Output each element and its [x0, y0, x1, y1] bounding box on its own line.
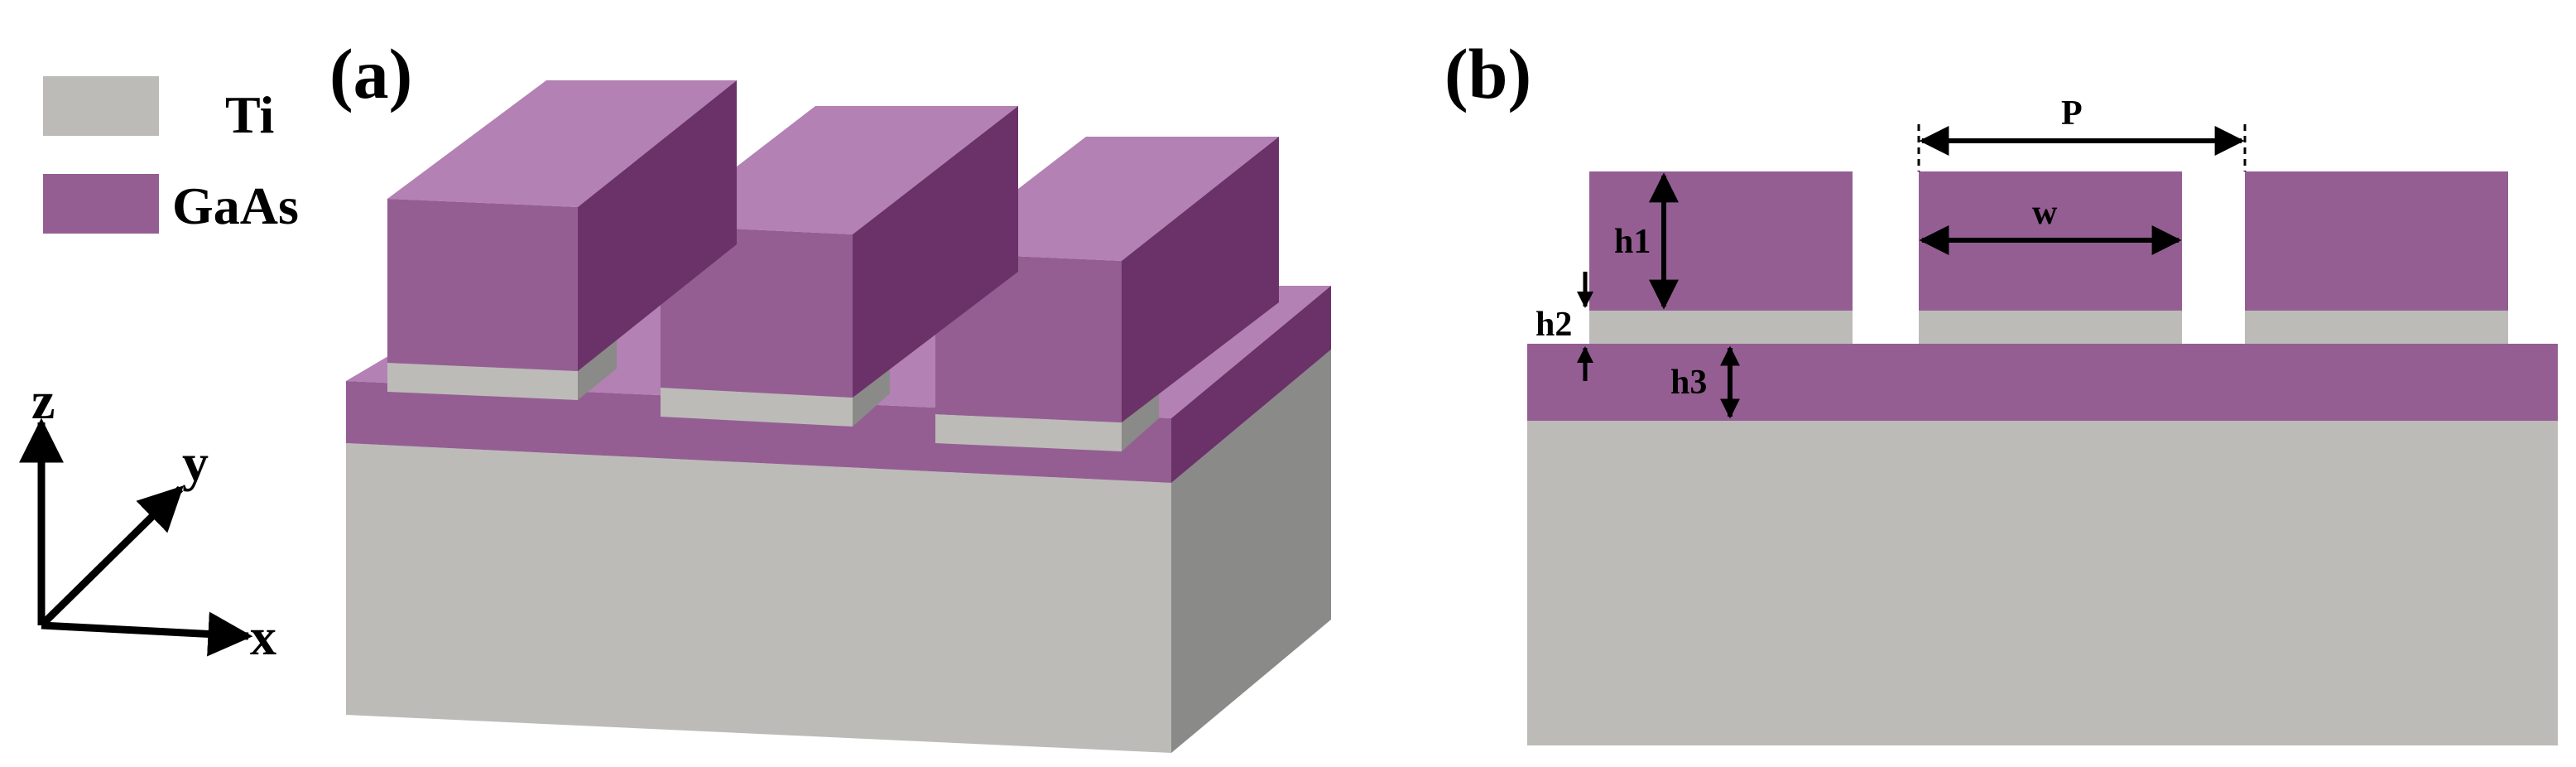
bar3-side [1122, 137, 1279, 422]
z-axis-label: z [31, 371, 55, 430]
substrate-front [346, 443, 1171, 753]
h2-label: h2 [1536, 306, 1572, 344]
x-axis-label: x [250, 607, 276, 666]
bar2-ti-side [853, 364, 890, 427]
legend-swatch-gaas [43, 174, 159, 234]
bar1-front [387, 199, 578, 371]
x-axis-arrow [41, 611, 253, 657]
bar2-side [853, 106, 1018, 398]
bar3-top [935, 137, 1279, 261]
structure-3d [346, 80, 1331, 753]
bar1-top [387, 80, 737, 207]
bar1-side [578, 80, 737, 371]
h1-label: h1 [1614, 223, 1651, 261]
dimension-annotations: P w h1 h2 h3 [1536, 94, 2247, 419]
ridge3-ti [2245, 311, 2508, 344]
y-axis-label: y [182, 433, 209, 492]
width-label: w [2032, 194, 2058, 232]
ridge3-gaas [2245, 171, 2508, 311]
substrate-section [1527, 421, 2558, 745]
legend-label-ti: Ti [225, 85, 274, 144]
substrate-side [1171, 350, 1331, 753]
bar2-top [661, 106, 1018, 234]
bar2-front [661, 225, 853, 398]
legend-label-gaas: GaAs [172, 176, 299, 235]
y-axis-arrow [38, 485, 184, 629]
bar2-ti-front [661, 388, 853, 427]
panel-a: (a) Ti GaAs z y x [18, 34, 1331, 753]
ridge1-gaas [1589, 171, 1853, 311]
gaas-layer-side [1171, 286, 1331, 483]
cross-section [1527, 171, 2558, 745]
bar1-ti-side [578, 340, 617, 400]
bar1-ti-front [387, 363, 578, 400]
period-label: P [2061, 94, 2083, 133]
coordinate-axes: z y x [18, 371, 276, 666]
legend: Ti GaAs [43, 76, 299, 235]
panel-b: (b) P w h1 h [1444, 34, 2558, 745]
ridge1-ti [1589, 311, 1853, 344]
gaas-layer-section [1527, 344, 2558, 421]
gaas-layer-front [346, 381, 1171, 483]
legend-swatch-ti [43, 76, 159, 136]
bar3-ti-side [1122, 389, 1159, 451]
panel-a-label: (a) [329, 34, 412, 113]
panel-b-label: (b) [1444, 34, 1531, 113]
bar3-ti-front [935, 414, 1122, 451]
h3-label: h3 [1670, 364, 1707, 402]
ridge2-ti [1919, 311, 2182, 344]
